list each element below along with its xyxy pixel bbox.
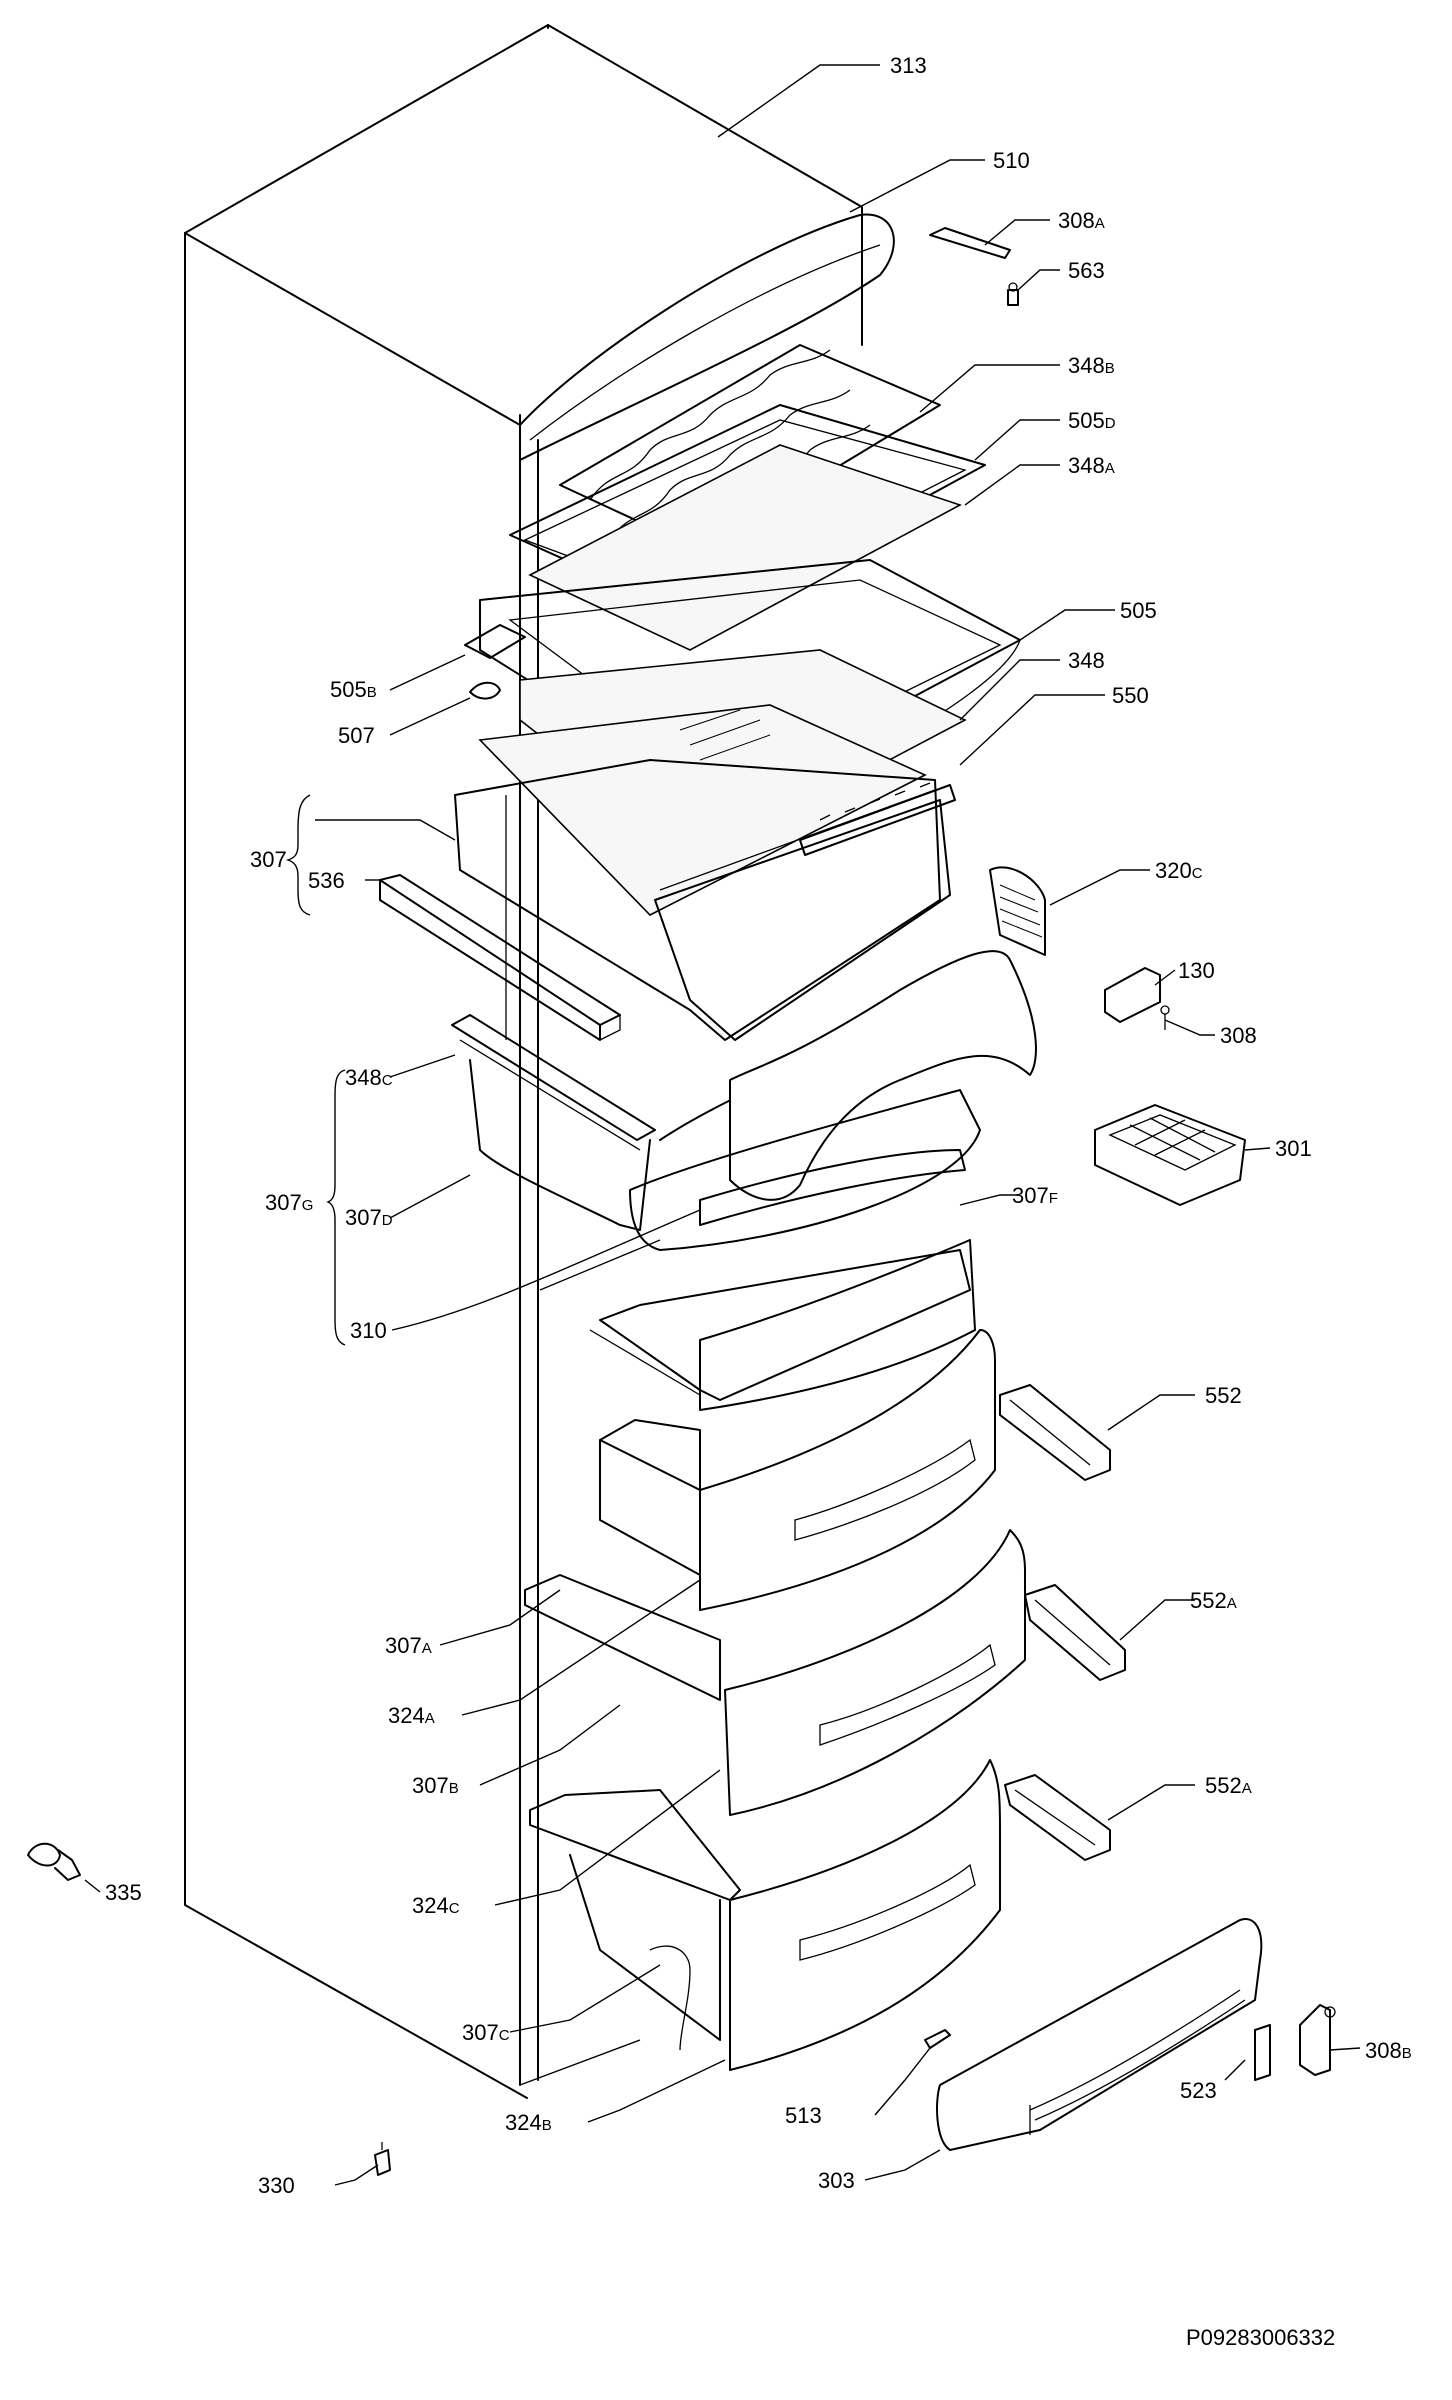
label-324b: 324B <box>505 2110 552 2135</box>
label-307: 307 <box>250 847 287 872</box>
label-307b: 307B <box>412 1773 459 1798</box>
label-307c: 307C <box>462 2020 510 2045</box>
divider-panel <box>379 874 621 1041</box>
clip-parts <box>464 624 526 700</box>
drawer-b <box>524 1529 1026 1816</box>
label-523: 523 <box>1180 2078 1217 2103</box>
ice-tray <box>1094 1104 1246 1206</box>
label-330: 330 <box>258 2173 295 2198</box>
leader-lines <box>84 64 1361 2186</box>
label-348b: 348B <box>1068 353 1115 378</box>
bracket-307g <box>326 1069 346 1346</box>
label-552a-2: 552A <box>1205 1773 1252 1798</box>
label-307f: 307F <box>1012 1183 1058 1208</box>
label-301: 301 <box>1275 1136 1312 1161</box>
label-308a: 308A <box>1058 208 1105 233</box>
drawer-a <box>599 1329 996 1611</box>
bracket-307 <box>285 794 311 916</box>
hinge <box>1104 967 1170 1030</box>
top-cover <box>519 213 895 461</box>
label-324a: 324A <box>388 1703 435 1728</box>
shelf-frame-upper <box>509 404 986 651</box>
label-552: 552 <box>1205 1383 1242 1408</box>
small-parts <box>27 227 1336 2176</box>
drawer-c <box>529 1759 1001 2071</box>
label-303: 303 <box>818 2168 855 2193</box>
document-code: P09283006332 <box>1186 2325 1336 2350</box>
label-130: 130 <box>1178 958 1215 983</box>
label-550: 550 <box>1112 683 1149 708</box>
label-505b: 505B <box>330 677 377 702</box>
label-307a: 307A <box>385 1633 432 1658</box>
label-308: 308 <box>1220 1023 1257 1048</box>
glass-shelf <box>478 649 967 916</box>
label-552a-1: 552A <box>1190 1588 1237 1613</box>
label-308b: 308B <box>1365 2038 1412 2063</box>
label-313: 313 <box>890 53 927 78</box>
guide-rods <box>505 795 521 1040</box>
callout-labels: 313 510 308A 563 348B 505D 348A 505 505B… <box>105 53 1412 2198</box>
rail-upper <box>999 1384 1111 1481</box>
label-320c: 320C <box>1155 858 1203 883</box>
label-505d: 505D <box>1068 408 1116 433</box>
rail-middle <box>1024 1584 1126 1681</box>
label-348c: 348C <box>345 1065 393 1090</box>
label-510: 510 <box>993 148 1030 173</box>
label-335: 335 <box>105 1880 142 1905</box>
label-507: 507 <box>338 723 375 748</box>
rail-lower <box>1004 1774 1111 1861</box>
upper-drawer <box>454 759 956 1041</box>
label-513: 513 <box>785 2103 822 2128</box>
vent-grille <box>989 866 1046 956</box>
middle-drawer-assembly <box>451 950 1037 1411</box>
label-307d: 307D <box>345 1205 393 1230</box>
label-348a: 348A <box>1068 453 1115 478</box>
label-536: 536 <box>308 868 345 893</box>
label-505: 505 <box>1120 598 1157 623</box>
label-310: 310 <box>350 1318 387 1343</box>
label-348: 348 <box>1068 648 1105 673</box>
label-563: 563 <box>1068 258 1105 283</box>
label-324c: 324C <box>412 1893 460 1918</box>
label-307g: 307G <box>265 1190 313 1215</box>
kickplate <box>936 1918 1263 2151</box>
